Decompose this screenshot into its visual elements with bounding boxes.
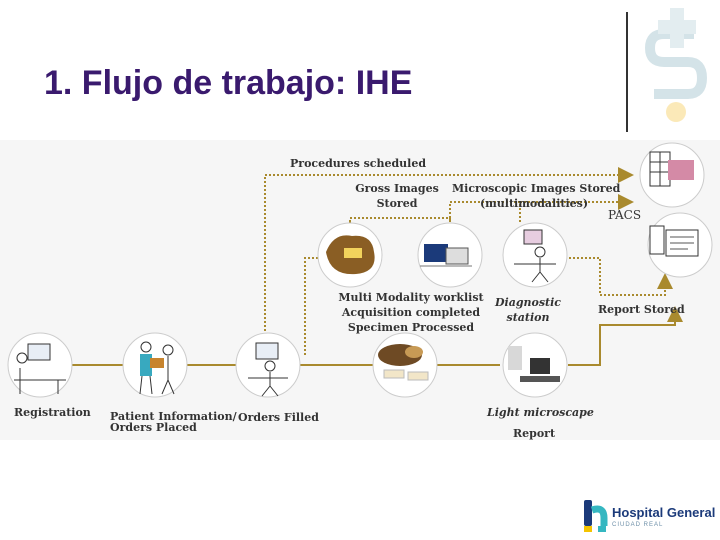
label-worklist: Multi Modality worklist Acquisition comp… [338,291,484,334]
sescam-logo-icon [644,8,708,122]
label-registration: Registration [14,406,91,419]
label-report: Report [513,427,556,440]
label-pacs: PACS [608,208,642,222]
step-circles [7,142,713,398]
header-divider [626,12,628,132]
dotted-connectors [264,167,673,355]
ihe-workflow-diagram: Procedures scheduled Gross Images Stored… [0,140,720,440]
slide-title: 1. Flujo de trabajo: IHE [44,64,413,102]
label-diagnostic-station: Diagnostic station [494,296,562,324]
workflow-graphics [7,142,713,398]
label-light-microscope: Light microscape [487,406,594,419]
label-report-stored: Report Stored [598,303,685,316]
hospital-name: Hospital General [612,505,716,520]
label-patient-information: Patient Information/ Orders Placed [110,410,237,434]
hospital-general-logo-icon [584,500,608,532]
label-procedures-scheduled: Procedures scheduled [290,157,427,170]
label-orders-filled: Orders Filled [238,411,319,424]
hospital-city: CIUDAD REAL [612,522,664,528]
label-gross-images: Gross Images Stored [355,182,439,210]
label-microscopic-images: Microscopic Images Stored (multimodaliti… [452,182,621,210]
